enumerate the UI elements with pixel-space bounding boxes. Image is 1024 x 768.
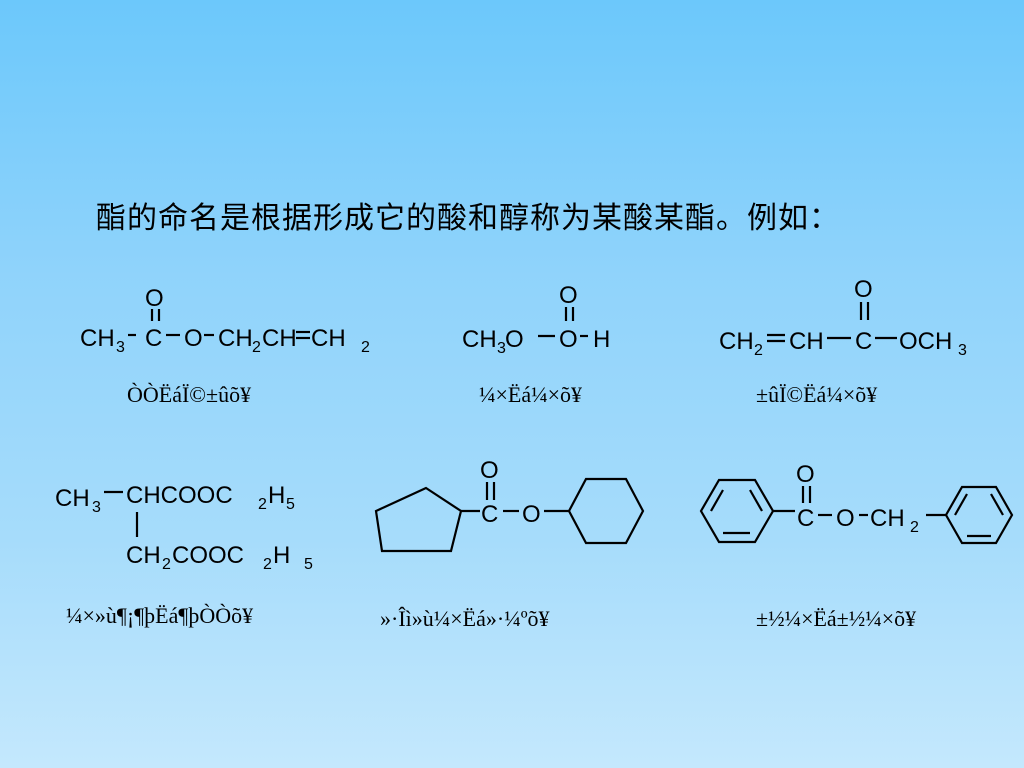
svg-text:H: H [273,542,290,569]
svg-text:CH: CH [462,326,497,353]
svg-text:2: 2 [258,496,267,513]
svg-text:O: O [836,505,855,532]
caption-cyclohexyl-ester: »·Îì»ù¼×Ëá»·¼ºõ¥ [380,606,550,631]
svg-text:C: C [481,501,498,528]
caption-diethyl-methylsuccinate: ¼×»ù¶¡¶þËá¶þÒÒõ¥ [66,603,254,628]
svg-text:O: O [184,325,203,352]
svg-text:2: 2 [162,556,171,573]
svg-text:3: 3 [92,499,101,516]
svg-text:O: O [505,326,524,353]
svg-text:2: 2 [910,519,919,536]
svg-text:O: O [480,457,499,484]
svg-text:C: C [145,325,162,352]
svg-text:5: 5 [304,556,313,573]
svg-text:3: 3 [116,339,125,356]
svg-text:CH: CH [80,325,115,352]
slide-title: 酯的命名是根据形成它的酸和醇称为某酸某酯。例如： [96,201,840,236]
caption-allyl-acetate: ÒÒËáÏ©±ûõ¥ [127,382,252,407]
svg-text:CH: CH [870,505,905,532]
svg-text:O: O [145,285,164,312]
caption-methyl-formate: ¼×Ëá¼×õ¥ [479,382,583,407]
svg-text:CH: CH [719,328,754,355]
svg-text:O: O [522,501,541,528]
structure-cyclohexyl-cyclopentanecarboxylate: O C O [374,457,645,553]
svg-text:2: 2 [252,339,261,356]
svg-text:3: 3 [958,342,967,359]
svg-text:2: 2 [361,339,370,356]
svg-text:5: 5 [286,496,295,513]
svg-text:COOC: COOC [172,542,244,569]
svg-text:CHCOOC: CHCOOC [126,482,233,509]
svg-text:C: C [797,505,814,532]
svg-text:OCH: OCH [899,328,952,355]
svg-text:CH: CH [262,325,297,352]
svg-text:CH: CH [126,542,161,569]
svg-text:O: O [559,282,578,309]
svg-text:3: 3 [497,340,506,357]
svg-text:H: H [268,482,285,509]
svg-text:H: H [593,326,610,353]
svg-text:CH: CH [218,325,253,352]
svg-text:O: O [559,326,578,353]
caption-methyl-acrylate: ±ûÏ©Ëá¼×õ¥ [756,382,878,407]
svg-text:CH: CH [311,325,346,352]
svg-text:O: O [796,461,815,488]
svg-text:O: O [854,276,873,303]
svg-text:2: 2 [754,342,763,359]
svg-text:2: 2 [263,556,272,573]
svg-text:CH: CH [789,328,824,355]
svg-text:C: C [855,328,872,355]
structure-benzyl-benzoate: O C O CH 2 [699,461,1014,545]
caption-benzyl-benzoate: ±½¼×Ëá±½¼×õ¥ [756,606,917,631]
svg-text:CH: CH [55,485,90,512]
